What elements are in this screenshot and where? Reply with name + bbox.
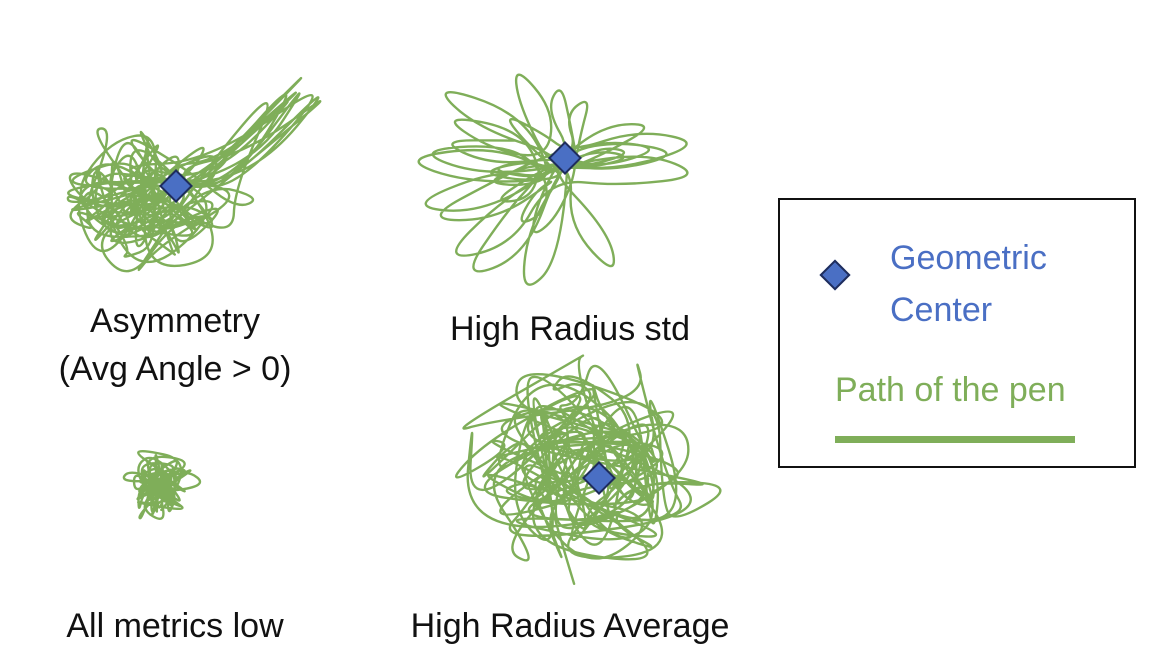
caption-high-radius-std-line1: High Radius std: [449, 310, 690, 348]
pen-stroke: [417, 73, 689, 286]
caption-asymmetry-line2: (Avg Angle > 0): [58, 350, 292, 388]
pen-path-asymmetry: [66, 76, 322, 273]
pen-path-high-radius-std: [417, 73, 689, 286]
caption-high-radius-average-line1: High Radius Average: [410, 607, 730, 645]
pen-stroke: [66, 76, 322, 273]
geometric-center-high-radius-std: [548, 141, 582, 175]
caption-asymmetry: Asymmetry (Avg Angle > 0): [30, 297, 320, 393]
pen-path-high-radius-average: [455, 354, 722, 585]
caption-all-metrics-low-line1: All metrics low: [66, 607, 284, 645]
caption-asymmetry-line1: Asymmetry: [90, 302, 260, 340]
caption-high-radius-std: High Radius std: [420, 305, 720, 353]
geometric-center-asymmetry: [159, 169, 193, 203]
diamond-icon: [819, 259, 851, 291]
caption-all-metrics-low: All metrics low: [30, 602, 320, 650]
pen-stroke: [122, 449, 202, 520]
legend-center-label: Geometric Center: [890, 232, 1047, 336]
legend-center-label-line2: Center: [890, 291, 993, 329]
pen-stroke: [455, 354, 722, 585]
legend: Geometric Center Path of the pen: [778, 198, 1136, 468]
pen-path-all-metrics-low: [122, 449, 202, 520]
legend-path-line: [835, 436, 1075, 443]
geometric-center-high-radius-average: [582, 461, 616, 495]
caption-high-radius-average: High Radius Average: [385, 602, 755, 650]
legend-path-label: Path of the pen: [835, 371, 1066, 409]
legend-center-label-line1: Geometric: [890, 239, 1047, 277]
